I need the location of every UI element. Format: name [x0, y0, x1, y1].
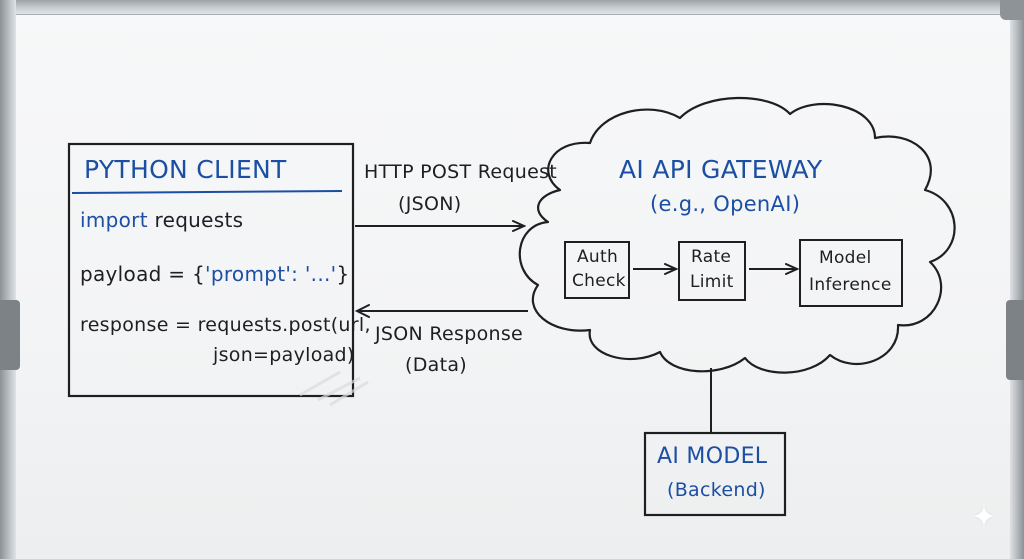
- client-title: PYTHON CLIENT: [84, 155, 287, 184]
- response-arrowhead: [354, 304, 370, 318]
- client-code-response-2: json=payload): [213, 344, 355, 366]
- step-box-rate: [678, 241, 746, 301]
- board-frame-left: [0, 0, 16, 559]
- board-corner-bracket: [1000, 0, 1024, 20]
- step-rate-line1: Rate: [691, 247, 732, 267]
- payload-lead: payload = {: [80, 262, 206, 286]
- client-box: [67, 142, 355, 398]
- response-label: JSON Response: [375, 323, 524, 345]
- sparkle-icon: ✦: [971, 500, 997, 535]
- request-label: HTTP POST Request: [364, 161, 558, 183]
- model-subtitle: (Backend): [667, 479, 766, 501]
- gateway-cloud: [518, 96, 956, 374]
- gateway-subtitle: (e.g., OpenAI): [650, 192, 801, 216]
- step-box-inference: [799, 239, 903, 307]
- board-frame-right: [1010, 0, 1024, 559]
- request-format-label: (JSON): [398, 193, 462, 215]
- gateway-title: AI API GATEWAY: [619, 155, 823, 184]
- payload-string: 'prompt': '...': [205, 262, 337, 286]
- client-title-underline: [71, 190, 343, 194]
- model-box: [643, 431, 787, 517]
- import-keyword: import: [80, 208, 148, 232]
- step-box-auth: [564, 241, 630, 299]
- step-inference-line2: Inference: [809, 275, 892, 295]
- step-inference-line1: Model: [819, 248, 872, 268]
- board-frame-top: [0, 0, 1024, 15]
- board-clip-left: [0, 300, 20, 370]
- step-auth-line1: Auth: [577, 247, 619, 267]
- step-auth-line2: Check: [572, 271, 626, 291]
- client-code-response-1: response = requests.post(url,: [80, 314, 371, 336]
- step-rate-line2: Limit: [690, 272, 734, 292]
- import-module: requests: [147, 208, 244, 232]
- client-code-payload: payload = {'prompt': '...'}: [80, 262, 349, 286]
- eraser-smudge: [299, 370, 369, 407]
- model-title: AI MODEL: [657, 444, 768, 469]
- payload-close: }: [336, 262, 350, 286]
- response-format-label: (Data): [405, 354, 467, 376]
- board-clip-right: [1006, 300, 1024, 380]
- client-code-import: import requests: [80, 208, 243, 232]
